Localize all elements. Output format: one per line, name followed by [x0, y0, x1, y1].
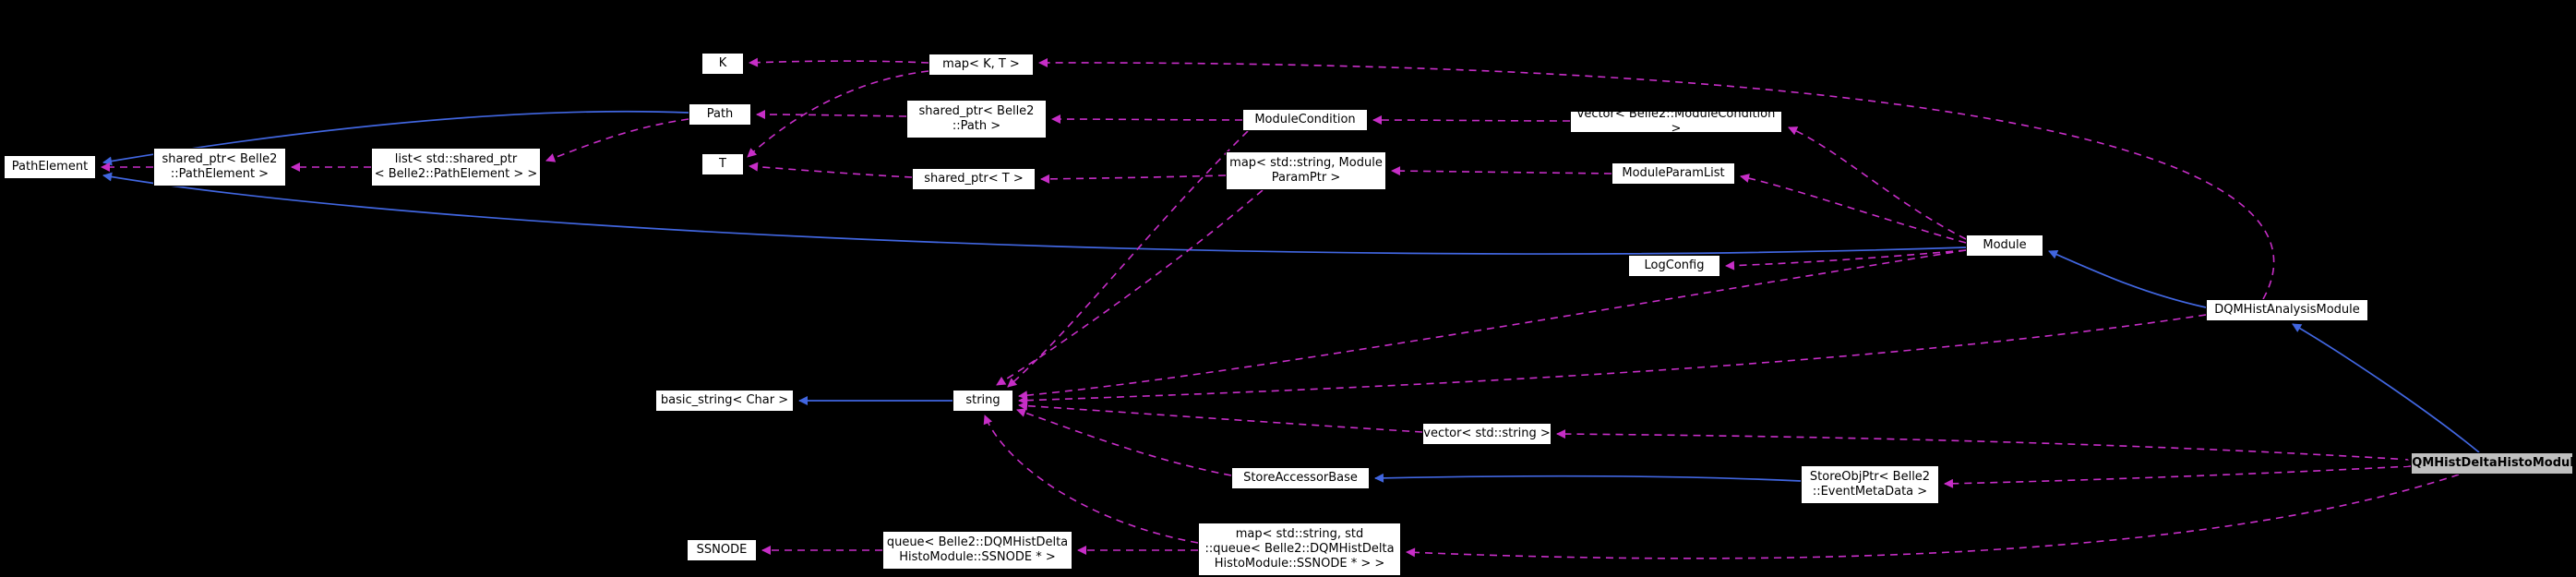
edge-vec_modcond-to-modcond [1372, 115, 1571, 126]
node-paramlist[interactable]: ModuleParamList [1611, 162, 1735, 185]
edge-dqmdelta-to-vec_string [1556, 429, 2412, 461]
node-list_sp[interactable]: list< std::shared_ptr < Belle2::PathElem… [371, 148, 541, 186]
node-logconfig[interactable]: LogConfig [1628, 255, 1720, 277]
node-pathelement[interactable]: PathElement [4, 155, 96, 179]
node-dqmanalysis[interactable]: DQMHistAnalysisModule [2206, 299, 2368, 321]
edge-module-to-string [1018, 249, 1967, 401]
edge-sp_path-to-path [756, 110, 907, 120]
node-dqmdelta: DQMHistDeltaHistoModule [2402, 452, 2576, 475]
node-map_queue[interactable]: map< std::string, std ::queue< Belle2::D… [1198, 523, 1401, 576]
edge-dqmanalysis-to-string [1018, 314, 2207, 405]
node-map_param[interactable]: map< std::string, Module ParamPtr > [1226, 151, 1386, 190]
edge-paramlist-to-map_param [1391, 166, 1612, 176]
node-storeaccessor[interactable]: StoreAccessorBase [1231, 467, 1370, 489]
edge-map_kt-to-k [749, 57, 929, 67]
edge-storeobjptr-to-storeaccessor [1374, 473, 1802, 483]
node-queue_node[interactable]: queue< Belle2::DQMHistDelta HistoModule:… [882, 531, 1072, 570]
node-vec_modcond[interactable]: vector< Belle2::ModuleCondition > [1570, 107, 1782, 136]
edge-modcond-to-string [1007, 130, 1249, 388]
node-basic_string[interactable]: basic_string< Char > [655, 390, 794, 412]
node-modcond[interactable]: ModuleCondition [1242, 109, 1368, 131]
edge-path-to-list_sp [545, 118, 689, 162]
edge-map_kt-to-t [747, 70, 929, 158]
edge-vec_string-to-string [1018, 401, 1423, 433]
edge-dqmdelta-to-map_queue [1406, 474, 2460, 559]
edge-map_param-to-sp_t [1040, 174, 1227, 184]
node-string[interactable]: string [953, 390, 1013, 412]
edge-dqmdelta-to-storeobjptr [1944, 465, 2412, 488]
node-map_kt[interactable]: map< K, T > [929, 54, 1034, 76]
edge-dqmanalysis-to-module [2048, 250, 2207, 308]
edge-map_queue-to-string [983, 415, 1199, 544]
edge-dqmdelta-to-dqmanalysis [2292, 323, 2480, 453]
node-module[interactable]: Module [1966, 234, 2043, 257]
node-k[interactable]: K [701, 53, 744, 75]
node-storeobjptr[interactable]: StoreObjPtr< Belle2 ::EventMetaData > [1801, 465, 1939, 504]
edge-module-to-vec_modcond [1788, 126, 1967, 240]
edge-module-to-paramlist [1740, 174, 1967, 244]
edge-module-to-logconfig [1725, 249, 1967, 270]
edge-module-to-pathelement [102, 172, 1967, 255]
node-ssnode[interactable]: SSNODE [687, 539, 757, 561]
node-sp_pathelement[interactable]: shared_ptr< Belle2 ::PathElement > [153, 148, 286, 186]
edge-sp_t-to-t [749, 162, 913, 178]
edge-storeaccessor-to-string [1016, 408, 1232, 476]
node-t[interactable]: T [701, 153, 744, 175]
node-vec_string[interactable]: vector< std::string > [1422, 423, 1552, 445]
edge-modcond-to-sp_path [1051, 114, 1243, 125]
node-sp_t[interactable]: shared_ptr< T > [912, 168, 1036, 190]
node-path[interactable]: Path [689, 103, 751, 126]
edge-group [101, 57, 2480, 559]
edge-map_param-to-string [996, 189, 1264, 386]
node-sp_path[interactable]: shared_ptr< Belle2 ::Path > [906, 100, 1047, 138]
